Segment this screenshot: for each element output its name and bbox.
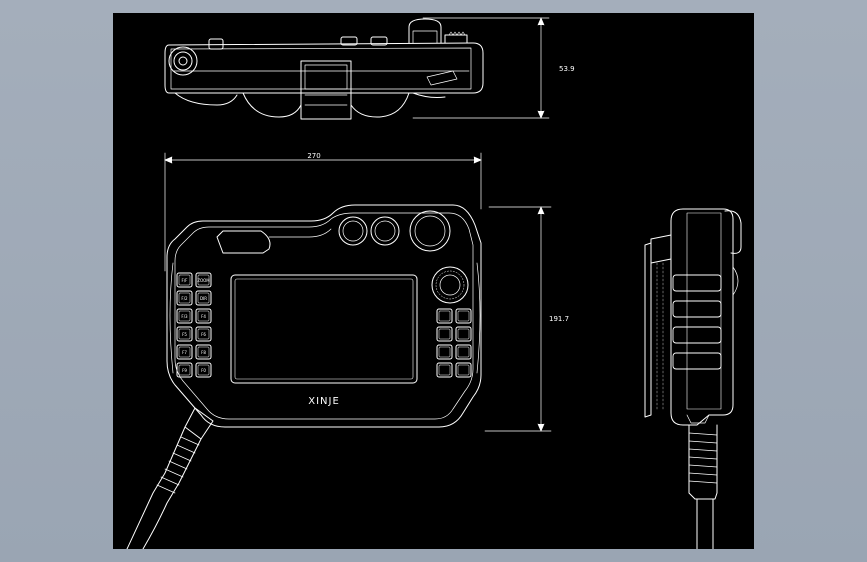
left-keypad-key-label: F6 [201, 332, 206, 337]
left-keypad-key [176, 272, 193, 288]
dimension-top-height [412, 17, 550, 119]
right-keypad-key-face [457, 346, 470, 358]
left-keypad-key [176, 326, 193, 342]
dimension-front-width [164, 152, 482, 272]
left-keypad-key [195, 326, 212, 342]
top-view [164, 18, 484, 120]
right-keypad-key [436, 326, 453, 342]
left-keypad-key-label: F5 [182, 332, 187, 337]
right-keypad-key [455, 308, 472, 324]
dimension-label-top-height: 53.9 [559, 65, 575, 73]
left-keypad-key-label: F8 [201, 350, 206, 355]
left-keypad-key [195, 290, 212, 306]
left-keypad-key-face [178, 364, 191, 376]
right-keypad-key-face [438, 346, 451, 358]
left-keypad-key-face [197, 328, 210, 340]
right-keypad-key [455, 326, 472, 342]
left-keypad-key-label: F/F [182, 278, 189, 283]
left-keypad-key-face [197, 310, 210, 322]
left-keypad-key-label: F7 [182, 350, 187, 355]
side-view [644, 208, 742, 550]
brand-logo: XINJE [308, 396, 340, 407]
right-keypad [436, 308, 472, 378]
left-keypad-key-label: F/3 [181, 314, 188, 319]
left-keypad-key-label: F9 [182, 368, 187, 373]
left-keypad-key-label: ZOOM [197, 278, 210, 283]
left-keypad-key-label: F4 [201, 314, 206, 319]
right-keypad-key [455, 362, 472, 378]
left-keypad-key-label: DIR [200, 296, 207, 301]
left-keypad-key [176, 290, 193, 306]
left-keypad-key [176, 308, 193, 324]
right-keypad-key [436, 308, 453, 324]
right-keypad-key-face [457, 328, 470, 340]
left-keypad-key-face [197, 364, 210, 376]
right-keypad-key [455, 344, 472, 360]
left-keypad-key [195, 308, 212, 324]
front-view [166, 204, 482, 428]
left-keypad-key-label: F0 [201, 368, 206, 373]
right-keypad-key-face [457, 310, 470, 322]
left-keypad-key-face [178, 328, 191, 340]
right-keypad-key [436, 362, 453, 378]
front-cable [126, 407, 214, 550]
brand-text: XINJE [308, 396, 340, 407]
left-keypad-key-face [197, 274, 210, 286]
right-keypad-key [436, 344, 453, 360]
left-keypad-key-face [197, 292, 210, 304]
left-keypad-key-face [197, 346, 210, 358]
left-keypad-key-label: F/2 [181, 296, 188, 301]
right-keypad-key-face [438, 310, 451, 322]
dimension-label-front-height: 191.7 [549, 315, 569, 323]
left-keypad-key [195, 362, 212, 378]
left-keypad-key [176, 362, 193, 378]
dimension-front-height [484, 206, 552, 432]
left-keypad-key-face [178, 310, 191, 322]
left-keypad-key [176, 344, 193, 360]
left-keypad-key-face [178, 346, 191, 358]
right-keypad-key-face [438, 328, 451, 340]
left-keypad-key-face [178, 274, 191, 286]
right-keypad-key-face [438, 364, 451, 376]
left-keypad-key [195, 272, 212, 288]
dimension-label-front-width: 270 [307, 152, 320, 160]
left-keypad-key-face [178, 292, 191, 304]
right-keypad-key-face [457, 364, 470, 376]
left-keypad-key [195, 344, 212, 360]
